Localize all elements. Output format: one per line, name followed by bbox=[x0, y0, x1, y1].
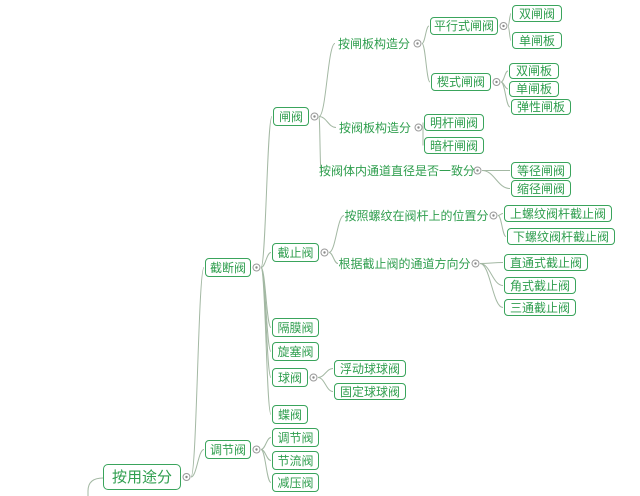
collapse-toggle-dot bbox=[474, 262, 477, 265]
mindmap-node-danzhaban2[interactable]: 单闸板 bbox=[509, 81, 559, 97]
edge-line bbox=[421, 43, 431, 83]
collapse-toggle-dot bbox=[502, 24, 505, 28]
mindmap-node-diefa[interactable]: 蝶阀 bbox=[272, 405, 308, 424]
mindmap-node-angan[interactable]: 暗杆闸阀 bbox=[424, 137, 484, 154]
edge-line bbox=[421, 25, 430, 44]
collapse-toggle-dot bbox=[313, 115, 316, 118]
mindmap-node-dengjing[interactable]: 等径闸阀 bbox=[511, 162, 571, 179]
collapse-toggle-dot bbox=[417, 126, 420, 129]
edge-line bbox=[507, 25, 512, 41]
mindmap-node-shangluowen[interactable]: 上螺纹阀杆截止阀 bbox=[504, 205, 612, 222]
edge-line bbox=[317, 377, 334, 392]
collapse-toggle-dot bbox=[495, 80, 498, 84]
edge-line bbox=[260, 116, 273, 268]
mindmap-node-lbl-faban-gouzao[interactable]: 按阀板构造分 bbox=[338, 120, 411, 135]
edge-line bbox=[318, 43, 336, 117]
mindmap-node-jiezhifa[interactable]: 截止阀 bbox=[272, 243, 319, 262]
edge-line bbox=[317, 368, 334, 378]
mindmap-node-xuansaifa[interactable]: 旋塞阀 bbox=[272, 342, 319, 361]
collapse-toggle-dot bbox=[416, 42, 419, 45]
mindmap-node-qiufa[interactable]: 球阀 bbox=[272, 368, 308, 387]
mindmap-node-lbl-luowen-weizhi[interactable]: 按照螺纹在阀杆上的位置分 bbox=[344, 208, 489, 223]
mindmap-node-suojing[interactable]: 缩径闸阀 bbox=[511, 180, 571, 197]
collapse-toggle-dot bbox=[255, 266, 258, 269]
edge-line bbox=[318, 116, 322, 171]
edge-line bbox=[507, 13, 512, 27]
mindmap-node-tiaojiefa[interactable]: 调节阀 bbox=[205, 440, 251, 459]
edge-line bbox=[260, 252, 272, 268]
edge-line bbox=[190, 449, 205, 478]
edge-line bbox=[328, 252, 339, 264]
mindmap-node-jieliufa[interactable]: 节流阀 bbox=[272, 451, 319, 470]
mindmap-node-zhitongshi[interactable]: 直通式截止阀 bbox=[504, 254, 588, 271]
mindmap-node-tiaojiefa2[interactable]: 调节阀 bbox=[272, 428, 319, 447]
mindmap-node-gudingqiu[interactable]: 固定球球阀 bbox=[334, 383, 406, 400]
mindmap-node-gemofa[interactable]: 隔膜阀 bbox=[272, 318, 319, 337]
edge-line bbox=[87, 477, 104, 496]
collapse-toggle-dot bbox=[323, 251, 326, 254]
mindmap-node-lbl-zhaban-gouzao[interactable]: 按闸板构造分 bbox=[337, 36, 410, 51]
mindmap-node-tanxingzhaban[interactable]: 弹性闸板 bbox=[511, 99, 571, 115]
edge-line bbox=[260, 437, 272, 450]
mindmap-node-jieduanfa[interactable]: 截断阀 bbox=[205, 258, 251, 277]
collapse-toggle-dot bbox=[476, 169, 479, 172]
mindmap-node-danzhaban1[interactable]: 单闸板 bbox=[512, 32, 562, 49]
mindmap-node-lbl-tongdao-fangxiang[interactable]: 根据截止阀的通道方向分 bbox=[338, 256, 471, 271]
mindmap-node-jiaoshi[interactable]: 角式截止阀 bbox=[504, 277, 576, 294]
collapse-toggle-dot bbox=[185, 475, 188, 479]
edge-line bbox=[328, 215, 345, 253]
edge-line bbox=[481, 170, 511, 189]
mindmap-node-minggan[interactable]: 明杆闸阀 bbox=[424, 114, 484, 131]
mindmap-node-fudongqiu[interactable]: 浮动球球阀 bbox=[334, 360, 406, 377]
mindmap-node-xialuowen[interactable]: 下螺纹阀杆截止阀 bbox=[507, 228, 615, 245]
mindmap-node-pingxingshi[interactable]: 平行式闸阀 bbox=[430, 17, 498, 35]
mindmap-node-shuangzhafa[interactable]: 双闸阀 bbox=[512, 5, 562, 22]
edge-line bbox=[190, 267, 205, 478]
edge-line bbox=[479, 263, 504, 308]
collapse-toggle-dot bbox=[492, 214, 495, 217]
edge-line bbox=[318, 116, 337, 128]
edge-line bbox=[260, 267, 272, 415]
edge-line bbox=[497, 215, 507, 237]
edge-line bbox=[500, 81, 511, 108]
mindmap-node-xieshi[interactable]: 楔式闸阀 bbox=[431, 73, 491, 91]
edge-line bbox=[260, 449, 272, 483]
mindmap-node-root[interactable]: 按用途分 bbox=[103, 464, 181, 490]
collapse-toggle-dot bbox=[312, 376, 315, 379]
mindmap-node-zhafa[interactable]: 闸阀 bbox=[273, 107, 309, 126]
collapse-toggle-dot bbox=[255, 448, 258, 451]
mindmap-node-jianyafa[interactable]: 减压阀 bbox=[272, 473, 319, 492]
mindmap-node-lbl-tongdao-zhijing[interactable]: 按阀体内通道直径是否一致分 bbox=[319, 163, 476, 178]
mindmap-node-shuangzhaban[interactable]: 双闸板 bbox=[509, 63, 559, 79]
mindmap-node-santong[interactable]: 三通截止阀 bbox=[504, 299, 576, 316]
